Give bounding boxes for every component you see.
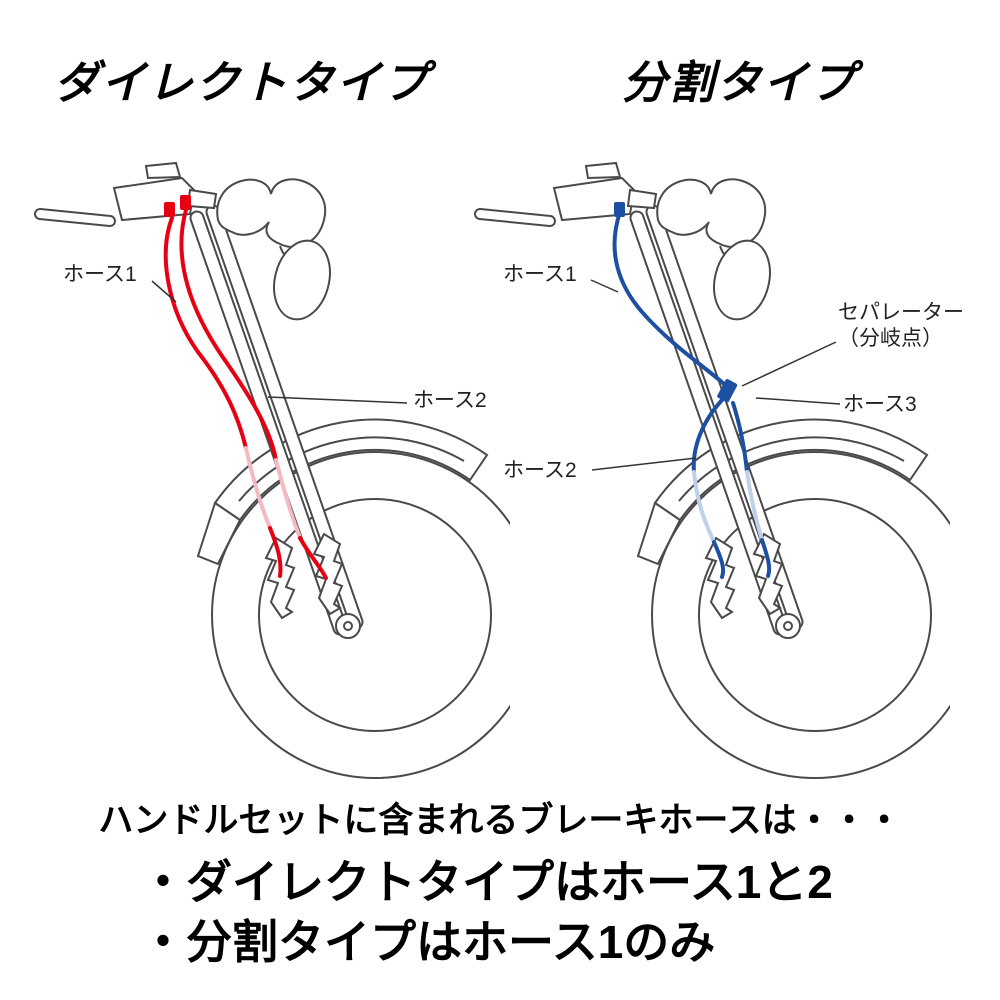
split-type-bike-illustration bbox=[474, 161, 950, 779]
separator-block bbox=[717, 379, 738, 403]
split-type-title: 分割タイプ bbox=[622, 57, 858, 108]
split-hose3-label: ホース3 bbox=[843, 393, 917, 416]
separator-label: セパレーター （分岐点） bbox=[838, 300, 964, 353]
direct-hose2-label: ホース2 bbox=[413, 389, 487, 412]
footer-intro-text: ハンドルセットに含まれるブレーキホースは・・・ bbox=[98, 801, 902, 840]
separator-label-line2: （分岐点） bbox=[838, 327, 943, 351]
split-hose2-label: ホース2 bbox=[503, 459, 577, 482]
footer-bullet-direct: ・ダイレクトタイプはホース1と2 bbox=[140, 856, 833, 908]
brake-lever-assembly bbox=[34, 161, 218, 227]
handlebar-top bbox=[216, 178, 331, 321]
brake-lever-assembly bbox=[474, 161, 658, 227]
direct-type-title: ダイレクトタイプ bbox=[54, 57, 431, 108]
footer-bullet-split: ・分割タイプはホース1のみ bbox=[140, 916, 716, 968]
brake-hoses-red bbox=[163, 195, 328, 580]
separator-label-line1: セパレーター bbox=[838, 301, 964, 324]
direct-hose1-label: ホース1 bbox=[63, 263, 137, 286]
handlebar-top bbox=[656, 178, 771, 321]
brake-hoses-blue bbox=[612, 202, 772, 579]
split-hose1-label: ホース1 bbox=[503, 263, 577, 286]
direct-type-bike-illustration bbox=[34, 161, 510, 779]
